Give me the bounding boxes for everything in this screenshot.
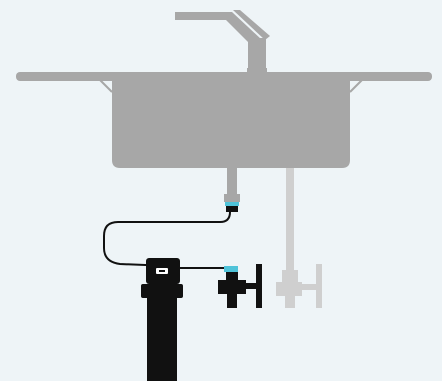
angle-valve-icon [218,264,262,308]
supply-pipe [276,168,322,308]
valve-accent [224,266,238,272]
connector-accent [225,202,239,206]
connecting-hose [103,211,231,267]
water-filter-icon [141,258,183,381]
filtered-water-line [224,168,240,212]
sink-icon [16,72,432,168]
faucet-icon [175,10,270,75]
